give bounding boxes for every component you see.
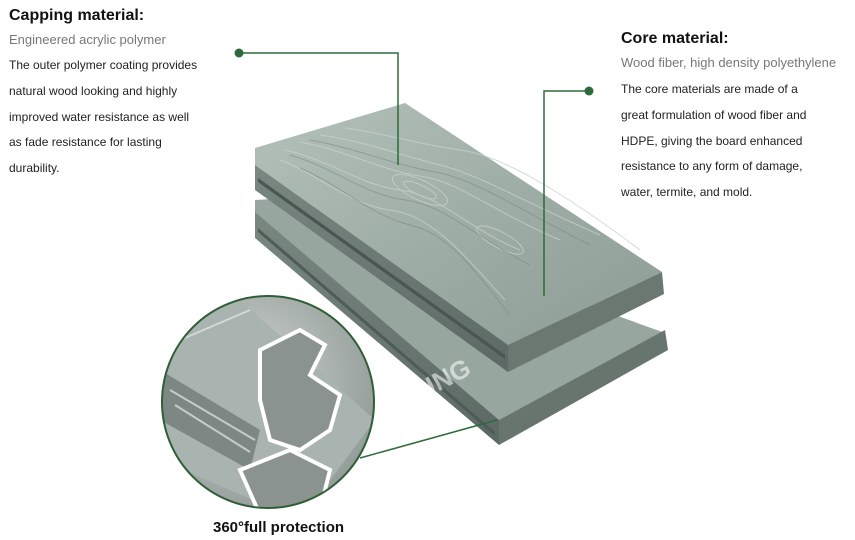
core-info: Core material: Wood fiber, high density …: [621, 30, 853, 206]
core-line: resistance to any form of damage,: [621, 159, 803, 174]
capping-subtitle: Engineered acrylic polymer: [9, 32, 166, 47]
capping-description: The outer polymer coating provides natur…: [9, 53, 224, 182]
capping-title: Capping material:: [9, 7, 145, 24]
capping-line: The outer polymer coating provides: [9, 58, 198, 72]
core-line: HDPE, giving the board enhanced: [621, 133, 803, 148]
protection-caption: 360°full protection: [213, 519, 345, 536]
core-callout: [543, 86, 594, 296]
core-line: great formulation of wood fiber and: [621, 107, 807, 122]
capping-line: improved water resistance as well: [9, 109, 190, 124]
capping-line: as fade resistance for lasting: [9, 135, 162, 150]
zoom-detail: [161, 295, 375, 509]
core-title: Core material:: [621, 30, 729, 47]
core-description: The core materials are made of a great f…: [621, 77, 853, 206]
capping-line: durability.: [9, 161, 60, 176]
core-line: The core materials are made of a: [621, 82, 798, 96]
core-subtitle: Wood fiber, high density polyethylene: [621, 55, 837, 70]
capping-callout: [234, 48, 399, 165]
zoom-callout: [359, 419, 498, 459]
core-line: water, termite, and mold.: [621, 185, 753, 200]
upper-board: [255, 103, 664, 372]
capping-line: natural wood looking and highly: [9, 83, 178, 98]
capping-info: Capping material: Engineered acrylic pol…: [9, 7, 224, 182]
